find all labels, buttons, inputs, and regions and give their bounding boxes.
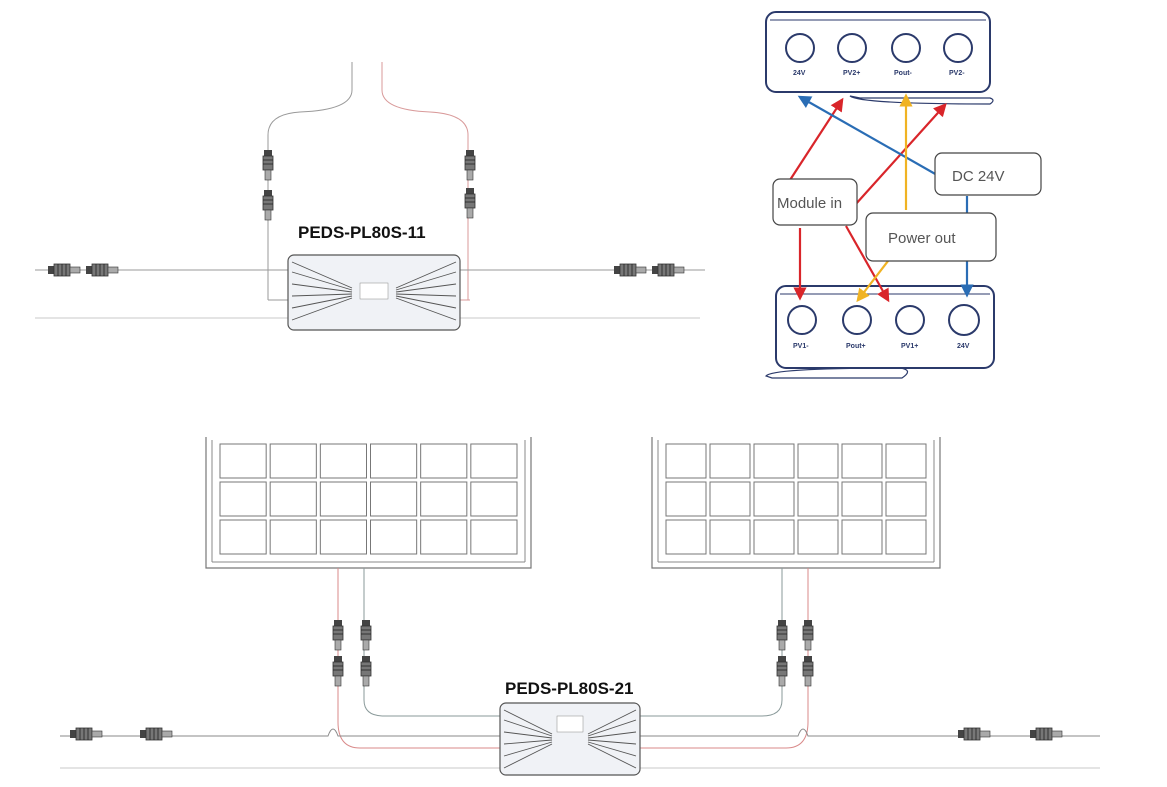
- top-right-connector-upper: [464, 149, 476, 181]
- left-panel-cell: [420, 481, 468, 517]
- lower-port-label-2: Pout+: [846, 343, 866, 350]
- bottom-device-body: [499, 702, 641, 776]
- left-panel-cell: [219, 443, 267, 479]
- solar-panel-right: [651, 437, 941, 569]
- top-left-output-connector-a: [47, 263, 81, 277]
- lower-port-label-3: PV1+: [901, 343, 918, 350]
- right-panel-cell: [841, 481, 883, 517]
- left-panel-cell: [370, 481, 418, 517]
- bottom-device-title: PEDS-PL80S-21: [505, 679, 634, 698]
- upper-port-label-4: PV2-: [949, 70, 965, 77]
- left-panel-cell: [219, 481, 267, 517]
- left-panel-cell: [319, 443, 368, 479]
- port-detail-diagram: 24V PV2+ Pout- PV2- PV1- Pout+ PV1+ 24V: [765, 11, 1042, 379]
- left-panel-cell: [370, 519, 418, 555]
- right-panel-cell: [665, 443, 707, 479]
- right-panel-cell: [797, 519, 839, 555]
- right-panel-cell: [841, 443, 883, 479]
- top-input-cable-left: [267, 62, 353, 300]
- right-panel-cell: [753, 443, 795, 479]
- top-input-cable-right: [381, 62, 469, 300]
- left-panel-cell: [470, 519, 518, 555]
- left-panel-cell: [420, 519, 468, 555]
- top-left-connector-upper: [262, 149, 274, 181]
- right-panel-cell: [797, 481, 839, 517]
- bottom-wiring-diagram: PEDS-PL80S-21: [60, 437, 1100, 776]
- top-device-body: [287, 254, 461, 331]
- right-panel-connector-a-lower: [776, 655, 788, 687]
- left-panel-cell: [269, 481, 317, 517]
- right-panel-cell: [753, 519, 795, 555]
- callout-dc-24v: DC 24V: [934, 152, 1042, 196]
- left-panel-cell: [269, 443, 317, 479]
- right-panel-cell: [709, 481, 751, 517]
- right-panel-cell: [841, 519, 883, 555]
- left-panel-connector-b-upper: [360, 619, 372, 651]
- callout-power-out: Power out: [865, 212, 997, 262]
- right-panel-connector-b-lower: [802, 655, 814, 687]
- power-out-arrows: [856, 93, 913, 303]
- right-panel-cell: [709, 519, 751, 555]
- left-panel-cell: [470, 481, 518, 517]
- bottom-output-cable: [60, 728, 1100, 737]
- right-panel-cell: [665, 481, 707, 517]
- top-right-output-connector-a: [613, 263, 647, 277]
- left-panel-cell: [319, 519, 368, 555]
- bottom-right-output-connector-a: [957, 727, 991, 741]
- right-panel-connector-a-upper: [776, 619, 788, 651]
- left-panel-cell: [470, 443, 518, 479]
- upper-port-label-3: Pout-: [894, 70, 913, 77]
- right-panel-cell: [797, 443, 839, 479]
- right-panel-cell: [709, 443, 751, 479]
- top-left-connector-lower: [262, 189, 274, 221]
- left-panel-cell: [269, 519, 317, 555]
- right-panel-cell: [885, 481, 927, 517]
- upper-port-label-1: 24V: [793, 70, 806, 77]
- upper-port-label-2: PV2+: [843, 70, 860, 77]
- upper-junction-box: 24V PV2+ Pout- PV2-: [765, 11, 994, 105]
- right-panel-cell: [665, 519, 707, 555]
- left-panel-cell: [420, 443, 468, 479]
- top-right-output-connector-b: [651, 263, 685, 277]
- lower-port-label-1: PV1-: [793, 343, 809, 350]
- right-panel-cable-gray: [640, 568, 783, 717]
- bottom-left-output-connector-a: [69, 727, 103, 741]
- top-wiring-diagram: PEDS-PL80S-11: [35, 62, 705, 331]
- right-panel-cell: [753, 481, 795, 517]
- top-right-connector-lower: [464, 187, 476, 219]
- top-device-title: PEDS-PL80S-11: [298, 223, 426, 242]
- left-panel-cable-gray: [363, 568, 500, 717]
- left-panel-cell: [219, 519, 267, 555]
- left-panel-cable-red: [337, 568, 500, 749]
- left-panel-connector-a-upper: [332, 619, 344, 651]
- right-panel-cell: [885, 443, 927, 479]
- callout-module-in: Module in: [772, 178, 858, 226]
- top-left-output-connector-b: [85, 263, 119, 277]
- left-panel-connector-b-lower: [360, 655, 372, 687]
- bottom-right-output-connector-b: [1029, 727, 1063, 741]
- solar-panel-left: [205, 437, 532, 569]
- callout-module-in-text: Module in: [777, 195, 842, 212]
- right-panel-cable-red: [640, 568, 809, 749]
- bottom-left-output-connector-b: [139, 727, 173, 741]
- right-panel-connector-b-upper: [802, 619, 814, 651]
- left-panel-cell: [370, 443, 418, 479]
- right-panel-cell: [885, 519, 927, 555]
- callout-power-out-text: Power out: [888, 230, 956, 247]
- left-panel-cell: [319, 481, 368, 517]
- lower-junction-box: PV1- Pout+ PV1+ 24V: [765, 285, 995, 379]
- callout-dc-24v-text: DC 24V: [952, 168, 1005, 185]
- lower-port-label-4: 24V: [957, 343, 970, 350]
- left-panel-connector-a-lower: [332, 655, 344, 687]
